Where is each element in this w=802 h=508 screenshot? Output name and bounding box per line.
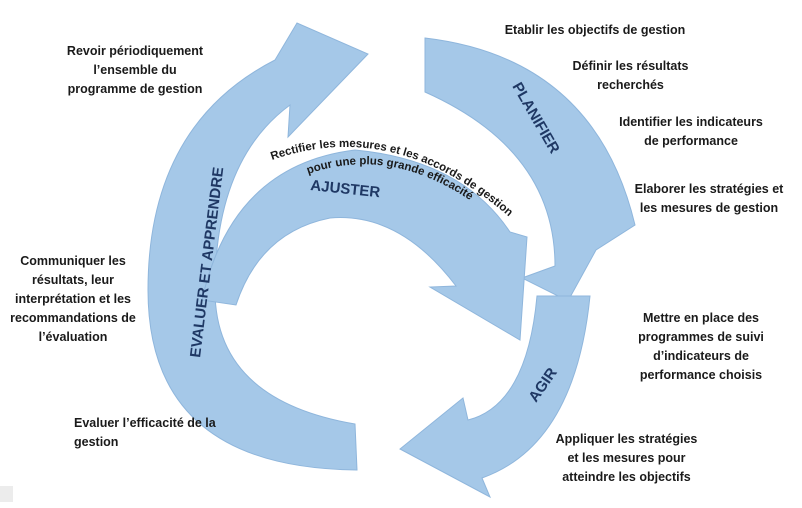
ajuster-arrow [201, 149, 528, 341]
note-identifier-indicateurs: Identifier les indicateurs de performanc… [619, 115, 763, 148]
note-elaborer-strategies: Elaborer les stratégies et les mesures d… [634, 182, 784, 215]
note-mettre-en-place-suivi: Mettre en place des programmes de suivi … [638, 311, 764, 382]
note-definir-resultats: Définir les résultats recherchés [572, 59, 689, 92]
note-evaluer-efficacite: Evaluer l’efficacité de la gestion [74, 416, 216, 449]
planifier-arrow [424, 37, 636, 302]
evaluer-arrow [147, 22, 369, 471]
note-appliquer-strategies: Appliquer les stratégies et les mesures … [555, 432, 698, 484]
note-communiquer-resultats: Communiquer les résultats, leur interpré… [10, 254, 136, 344]
corner-marker [0, 486, 13, 502]
note-etablir-objectifs: Etablir les objectifs de gestion [504, 23, 686, 37]
note-revoir-programme: Revoir périodiquement l’ensemble du prog… [66, 44, 204, 96]
agir-arrow [399, 295, 591, 499]
